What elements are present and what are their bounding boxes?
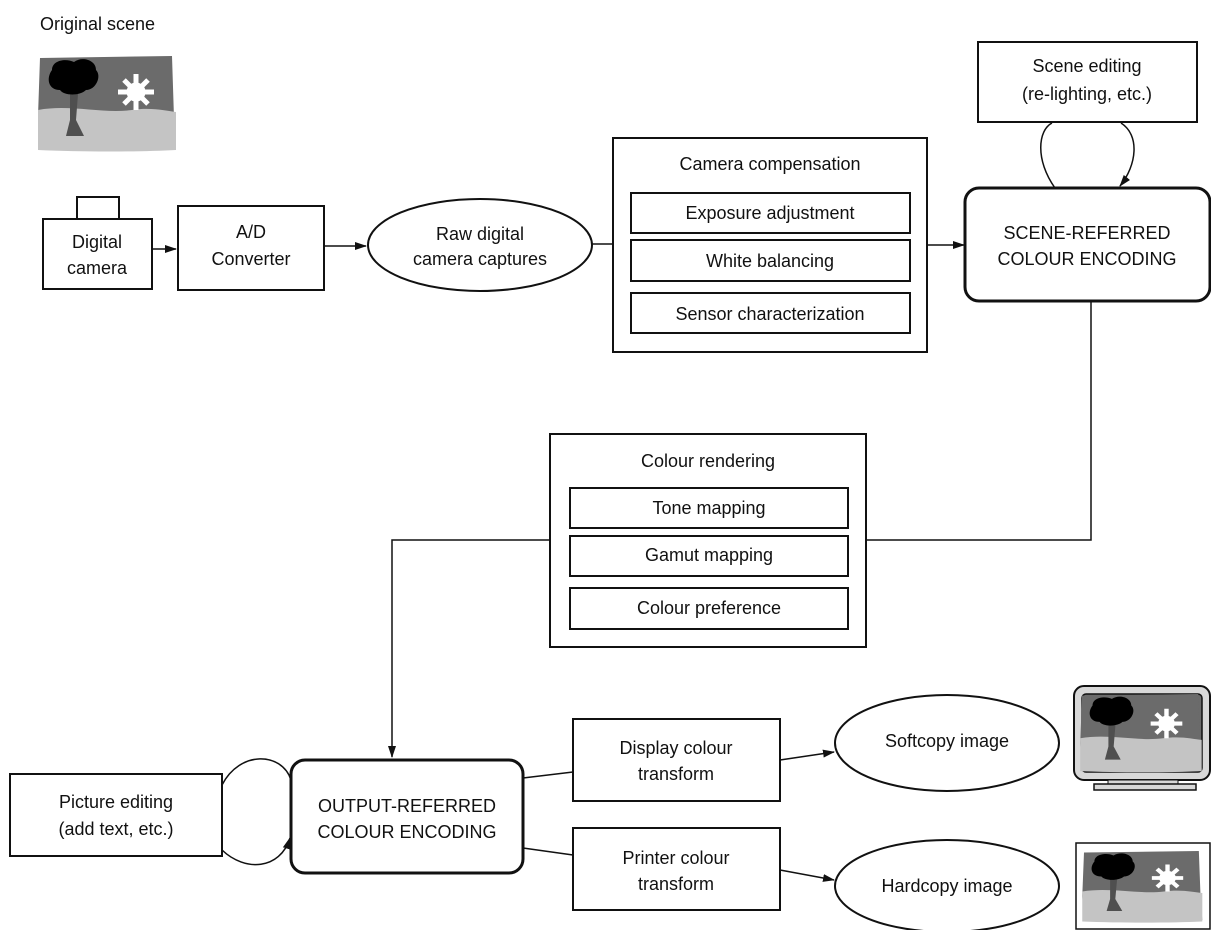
printer-transform-node: Printer colour transform <box>572 827 781 911</box>
picture-editing-label-2: (add text, etc.) <box>58 819 173 839</box>
softcopy-image-label: Softcopy image <box>885 731 1009 751</box>
connector-output-to-display <box>522 771 574 779</box>
scene-editing-label-2: (re-lighting, etc.) <box>1022 84 1152 104</box>
scene-referred-encoding-node: SCENE-REFERRED COLOUR ENCODING <box>963 186 1211 303</box>
printer-transform-label-2: transform <box>638 874 714 894</box>
printer-transform-label-1: Printer colour <box>622 848 729 868</box>
digital-camera-label-2: camera <box>67 258 128 278</box>
output-referred-encoding-node: OUTPUT-REFERRED COLOUR ENCODING <box>289 758 525 875</box>
softcopy-image-node: Softcopy image <box>834 694 1060 792</box>
display-transform-label-1: Display colour <box>619 738 732 758</box>
original-scene-label: Original scene <box>40 14 155 34</box>
connector-output-to-printer <box>522 847 574 856</box>
hardcopy-image-node: Hardcopy image <box>834 839 1060 933</box>
ad-converter-label-1: A/D <box>236 222 266 242</box>
connector-scene-referred-to-rendering <box>866 301 1092 541</box>
ad-converter-label-2: Converter <box>211 249 290 269</box>
hardcopy-image-label: Hardcopy image <box>881 876 1012 896</box>
display-transform-label-2: transform <box>638 764 714 784</box>
scene-editing-loop <box>1040 122 1135 188</box>
arrow-printer-to-hardcopy <box>779 869 835 882</box>
arrow-rendering-to-output-referred <box>388 539 550 758</box>
digital-camera-label-1: Digital <box>72 232 122 252</box>
raw-captures-label-2: camera captures <box>413 249 547 269</box>
picture-editing-label-1: Picture editing <box>59 792 173 812</box>
picture-editing-loop <box>221 758 291 866</box>
raw-captures-node: Raw digital camera captures <box>367 198 593 292</box>
original-scene-image <box>38 56 176 152</box>
scene-editing-node: Scene editing (re-lighting, etc.) <box>977 41 1198 123</box>
output-referred-label-2: COLOUR ENCODING <box>317 822 496 842</box>
colour-rendering-group: Colour rendering Tone mapping Gamut mapp… <box>549 433 867 648</box>
gamut-mapping-step: Gamut mapping <box>645 545 773 565</box>
scene-editing-label-1: Scene editing <box>1032 56 1141 76</box>
tone-mapping-step: Tone mapping <box>652 498 765 518</box>
output-referred-label-1: OUTPUT-REFERRED <box>318 796 496 816</box>
ad-converter-node: A/D Converter <box>177 205 325 291</box>
exposure-adjustment-step: Exposure adjustment <box>685 203 854 223</box>
picture-editing-node: Picture editing (add text, etc.) <box>9 773 223 857</box>
colour-rendering-title: Colour rendering <box>641 451 775 471</box>
colour-preference-step: Colour preference <box>637 598 781 618</box>
white-balancing-step: White balancing <box>706 251 834 271</box>
sensor-characterization-step: Sensor characterization <box>675 304 864 324</box>
camera-compensation-title: Camera compensation <box>679 154 860 174</box>
printed-photo-icon <box>1075 842 1211 930</box>
scene-referred-label-2: COLOUR ENCODING <box>997 249 1176 269</box>
camera-compensation-group: Camera compensation Exposure adjustment … <box>612 137 928 353</box>
scene-referred-label-1: SCENE-REFERRED <box>1003 223 1170 243</box>
monitor-icon <box>1073 685 1211 791</box>
arrow-display-to-softcopy <box>779 749 835 761</box>
raw-captures-label-1: Raw digital <box>436 224 524 244</box>
digital-camera-node: Digital camera <box>42 196 153 290</box>
display-transform-node: Display colour transform <box>572 718 781 802</box>
